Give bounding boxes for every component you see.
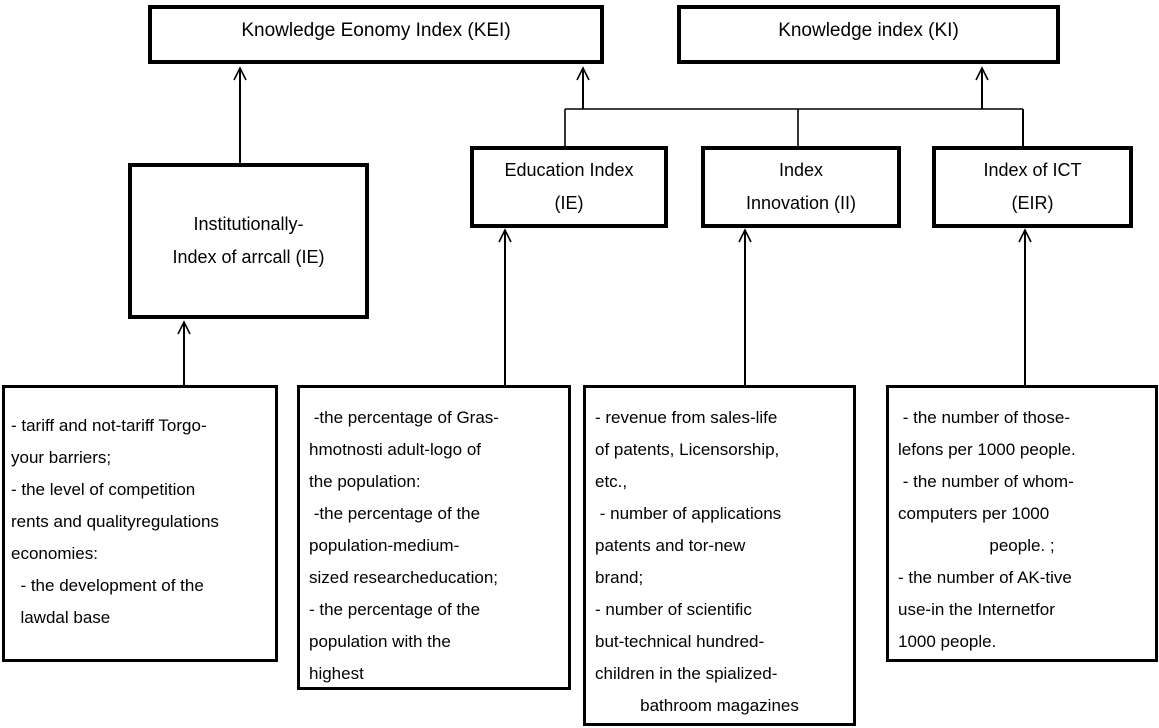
text-line: - number of applications <box>595 504 782 523</box>
box-education-index-line1: Education Index <box>504 160 634 180</box>
text-line: - number of scientific <box>595 600 752 619</box>
arrowhead-det3-to-innovation <box>738 228 752 243</box>
arrowhead-bus-to-ki <box>975 66 989 81</box>
box-education-index: Education Index (IE) <box>470 146 668 228</box>
box-ict-index-line2: (EIR) <box>1011 193 1054 213</box>
text-line: patents and tor-new <box>595 536 746 555</box>
box-institutional-index-line2: Index of arrcall (IE) <box>172 247 325 267</box>
text-line: 1000 people. <box>898 632 997 651</box>
text-line: children in the spialized- <box>595 664 778 683</box>
text-line: computers per 1000 <box>898 504 1050 523</box>
box-knowledge-index: Knowledge index (KI) <box>677 5 1060 64</box>
arrowhead-bus-to-kei <box>576 66 590 81</box>
text-line: bathroom magazines <box>640 696 799 715</box>
text-line: lawdal base <box>11 608 111 627</box>
text-line: your barriers; <box>11 448 112 467</box>
text-line: rents and qualityregulations <box>11 512 219 531</box>
text-line: - the level of competition <box>11 480 196 499</box>
box-ict-criteria: - the number of those-lefons per 1000 pe… <box>886 385 1158 662</box>
text-line: - revenue from sales-life <box>595 408 778 427</box>
box-ict-index-line1: Index of ICT <box>983 160 1082 180</box>
text-line: brand; <box>595 568 644 587</box>
text-line: - the percentage of the <box>309 600 481 619</box>
text-line: -the percentage of the <box>309 504 481 523</box>
box-knowledge-economy-index-label: Knowledge Eonomy Index (KEI) <box>241 19 511 41</box>
box-innovation-criteria: - revenue from sales-life of patents, Lic… <box>583 385 856 726</box>
arrowhead-det1-to-inst <box>177 320 191 335</box>
text-line: - the number of those- <box>898 408 1070 427</box>
arrowhead-inst-to-kei <box>233 66 247 81</box>
text-line: but-technical hundred- <box>595 632 765 651</box>
box-innovation-index: Index Innovation (II) <box>701 146 901 228</box>
box-institutional-index: Institutionally- Index of arrcall (IE) <box>128 163 369 319</box>
text-line: - the development of the <box>11 576 204 595</box>
box-innovation-index-line1: Index <box>778 160 824 180</box>
arrowhead-det2-to-education <box>498 228 512 243</box>
box-innovation-index-line2: Innovation (II) <box>745 193 857 213</box>
box-knowledge-index-label: Knowledge index (KI) <box>778 19 959 41</box>
box-education-criteria: -the percentage of Gras-hmotnosti adult-… <box>297 385 571 690</box>
text-line: lefons per 1000 people. <box>898 440 1076 459</box>
text-line: use-in the Internetfor <box>898 600 1055 619</box>
text-line: of patents, Licensorship, <box>595 440 780 459</box>
box-institutional-criteria: - tariff and not-tariff Torgo-your barri… <box>2 385 278 662</box>
text-line: hmotnosti adult-logo of <box>309 440 481 459</box>
box-ict-index: Index of ICT (EIR) <box>932 146 1133 228</box>
text-line: population with the <box>309 632 451 651</box>
box-knowledge-economy-index: Knowledge Eonomy Index (KEI) <box>148 5 604 64</box>
text-line: - the number of AK-tive <box>898 568 1072 587</box>
arrowhead-det4-to-ict <box>1018 228 1032 243</box>
text-line: - the number of whom- <box>898 472 1074 491</box>
text-line: people. ; <box>989 536 1055 555</box>
text-line: -the percentage of Gras- <box>309 408 499 427</box>
text-line: - tariff and not-tariff Torgo- <box>11 416 207 435</box>
text-line: etc., <box>595 472 628 491</box>
box-education-index-line2: (IE) <box>554 193 584 213</box>
text-line: highest <box>309 664 364 683</box>
text-line: sized researcheducation; <box>309 568 499 587</box>
box-institutional-index-line1: Institutionally- <box>193 214 304 234</box>
text-line: economies: <box>11 544 98 563</box>
text-line: population-medium- <box>309 536 460 555</box>
text-line: the population: <box>309 472 421 491</box>
